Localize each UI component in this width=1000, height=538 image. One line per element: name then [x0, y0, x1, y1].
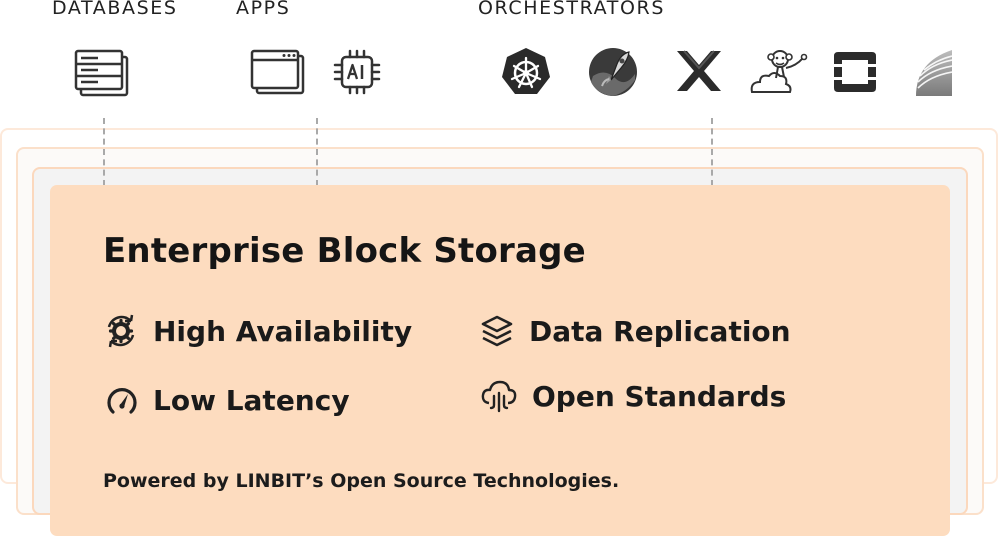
feature-label: Low Latency	[153, 383, 350, 417]
openstack-icon	[834, 52, 876, 92]
feature-low-latency: Low Latency	[105, 383, 350, 417]
feature-open-standards: Open Standards	[480, 377, 786, 415]
category-label-apps: APPS	[236, 0, 291, 19]
card-title: Enterprise Block Storage	[103, 231, 586, 271]
feature-label: Data Replication	[529, 314, 791, 348]
feature-label: Open Standards	[532, 379, 787, 413]
kubernetes-icon	[502, 48, 550, 94]
feature-high-availability: High Availability	[103, 313, 412, 349]
database-server-icon	[74, 49, 129, 97]
orchestrators-connector-line-overlay	[711, 118, 713, 186]
speedometer-icon	[107, 388, 137, 414]
monkey-cloud-icon	[750, 50, 808, 93]
category-label-orchestrators: ORCHESTRATORS	[478, 0, 666, 19]
feature-data-replication: Data Replication	[479, 313, 791, 349]
gear-cycle-icon	[107, 314, 135, 348]
apps-connector-line-overlay	[316, 118, 318, 186]
ai-chip-icon	[333, 49, 381, 95]
layers-icon	[481, 315, 513, 347]
cloud-stack-icon	[916, 50, 952, 96]
feature-label: High Availability	[153, 314, 413, 348]
category-label-databases: DATABASES	[52, 0, 178, 19]
proxmox-x-icon	[677, 50, 721, 91]
cloud-plug-icon	[481, 380, 517, 413]
footnote: Powered by LINBIT’s Open Source Technolo…	[103, 470, 620, 492]
app-window-icon	[250, 49, 305, 95]
rocket-globe-icon	[589, 48, 637, 96]
databases-connector-line-overlay	[103, 118, 105, 186]
enterprise-storage-card: Enterprise Block Storage High Availabili…	[50, 185, 950, 536]
